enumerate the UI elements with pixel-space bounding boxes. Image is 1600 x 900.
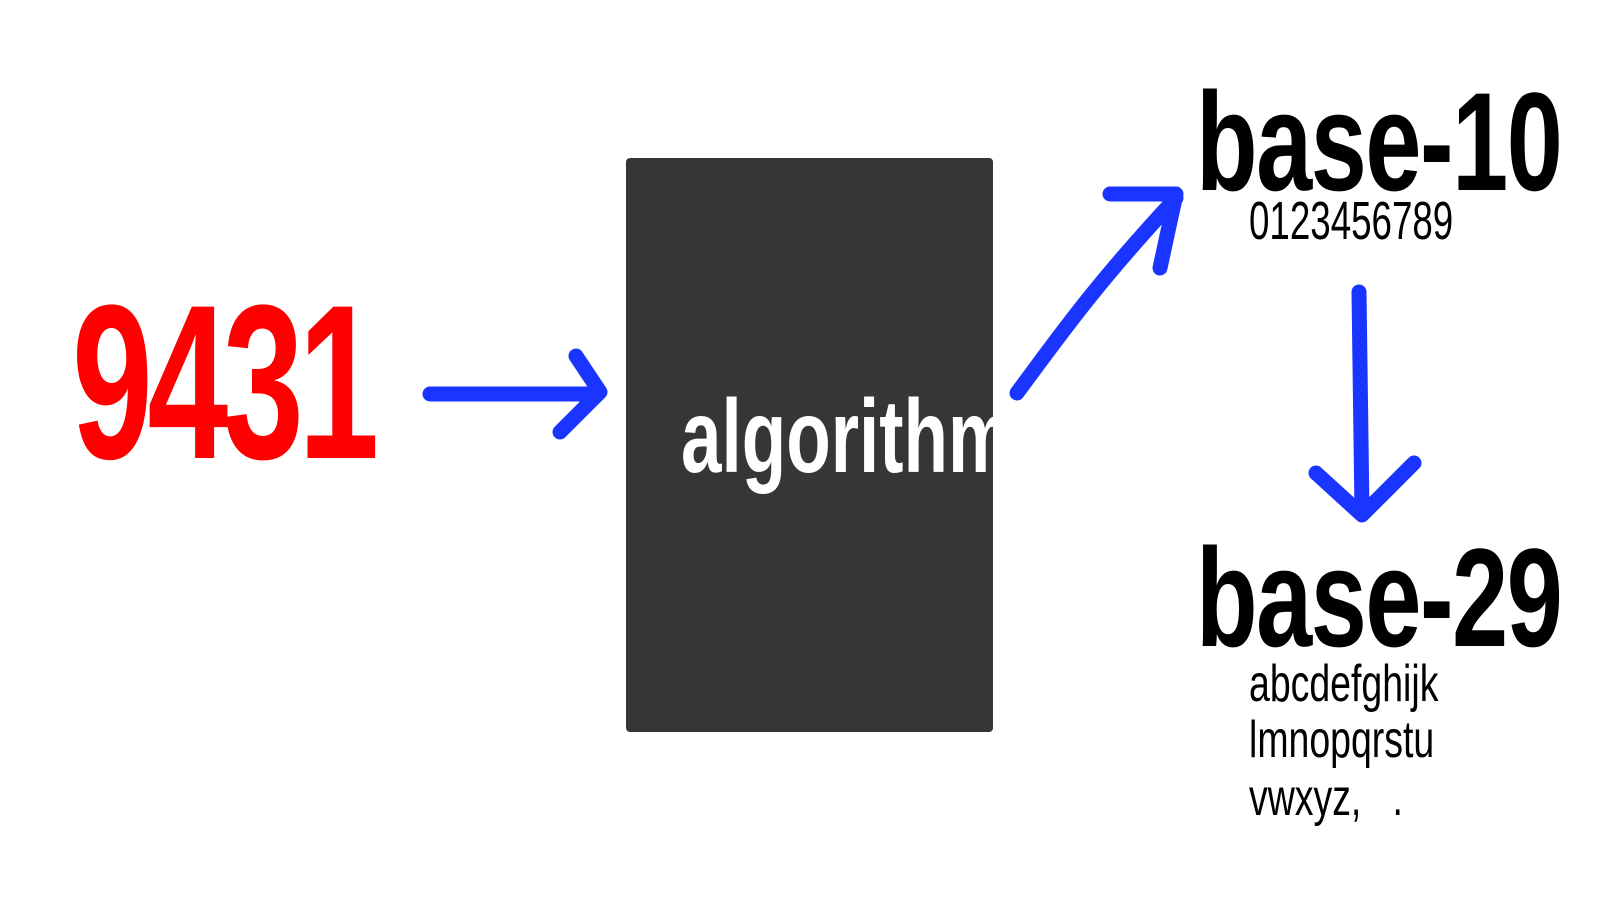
- arrow-to-algorithm-head: [552, 348, 608, 440]
- arrow-to-base10-head: [1102, 186, 1184, 276]
- base29-title: base-29: [1196, 519, 1563, 676]
- base29-symbols-line-3: vwxyz, .: [1249, 769, 1403, 827]
- base29-symbols-line-1: abcdefghijk: [1249, 655, 1439, 713]
- input-number: 9431: [72, 259, 379, 505]
- algorithm-box: algorithm: [626, 158, 1013, 732]
- base10-digits: 0123456789: [1249, 191, 1454, 251]
- base10-title: base-10: [1196, 63, 1563, 220]
- arrow-to-base29-head: [1308, 455, 1422, 523]
- algorithm-label: algorithm: [681, 379, 1013, 495]
- arrow-to-base29: [1351, 284, 1370, 520]
- arrow-to-base10: [1009, 190, 1184, 401]
- base29-symbols-line-2: lmnopqrstu: [1249, 711, 1435, 769]
